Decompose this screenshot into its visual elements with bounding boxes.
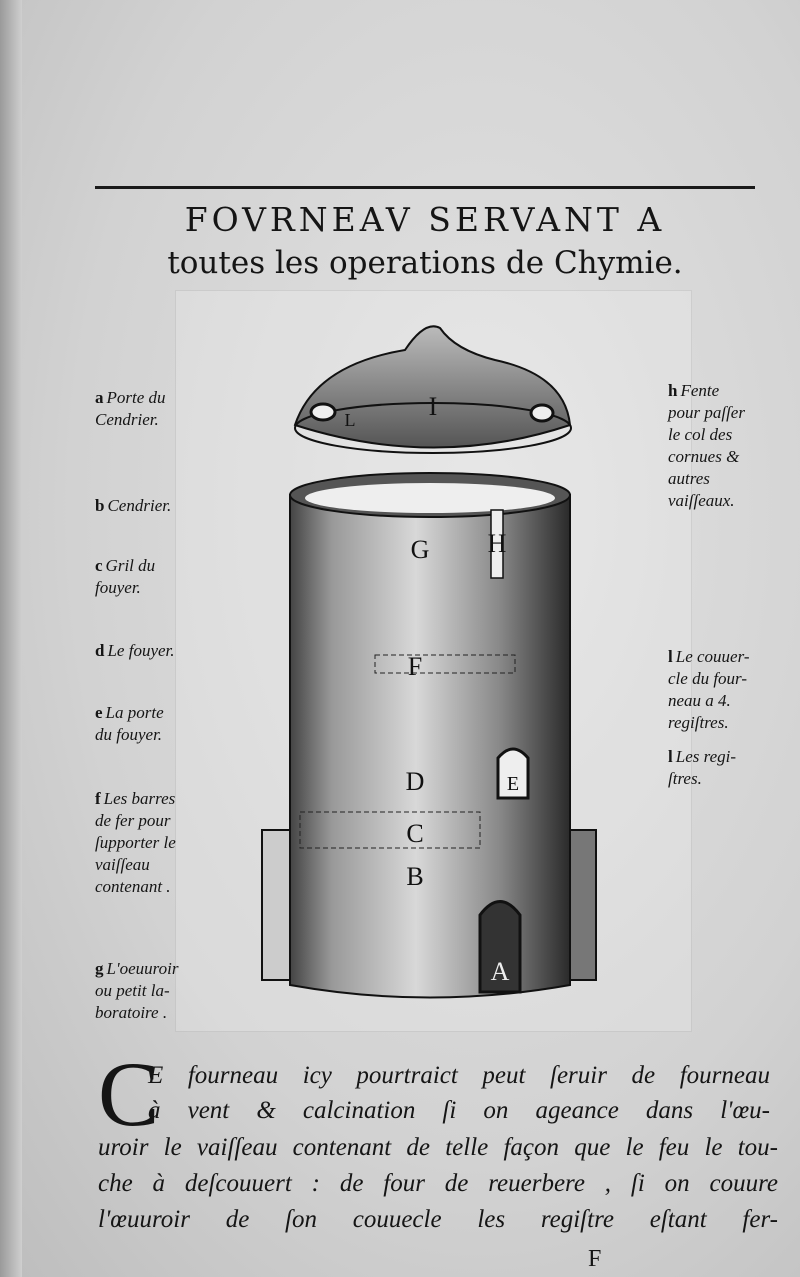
ashpit-door bbox=[478, 900, 522, 994]
fig-label-F: F bbox=[408, 652, 422, 681]
base-flange-right bbox=[567, 829, 597, 981]
catchword: F bbox=[588, 1246, 602, 1272]
hearth-door bbox=[496, 747, 530, 800]
fig-label-G: G bbox=[411, 535, 430, 564]
fig-label-A: A bbox=[491, 957, 510, 986]
fig-label-D: D bbox=[406, 767, 425, 796]
fig-label-I: I bbox=[429, 392, 438, 421]
fig-label-E: E bbox=[507, 773, 519, 795]
fig-label-B: B bbox=[406, 862, 423, 891]
base-flange-left bbox=[261, 829, 293, 981]
fig-label-L: L bbox=[345, 410, 356, 430]
register-hole bbox=[309, 402, 337, 422]
title-line-1: FOVRNEAV SERVANT A bbox=[184, 200, 666, 239]
body-line: uroir le vaiſſeau contenant de telle faç… bbox=[98, 1134, 778, 1161]
slit bbox=[490, 509, 504, 579]
register-hole bbox=[529, 403, 555, 423]
furnace-body bbox=[289, 494, 571, 999]
body-line: à vent & calcination ſi on ageance dans … bbox=[148, 1097, 770, 1124]
drop-cap: C bbox=[98, 1043, 160, 1145]
furnace-engraving: I L G H F E D C B A bbox=[261, 325, 597, 999]
page-edge bbox=[0, 0, 22, 1277]
fig-label-H: H bbox=[488, 529, 507, 558]
title-line-2: toutes les operations de Chymie. bbox=[167, 245, 683, 281]
fig-label-C: C bbox=[406, 819, 423, 848]
header-rule bbox=[95, 186, 755, 189]
body-line: l'œuuroir de ſon couuecle les regiſtre e… bbox=[98, 1206, 778, 1233]
body-line: che à deſcouuert : de four de reuerbere … bbox=[98, 1170, 778, 1197]
furnace-lid bbox=[293, 325, 572, 454]
body-line: E fourneau icy pourtraict peut ſeruir de… bbox=[148, 1062, 770, 1089]
